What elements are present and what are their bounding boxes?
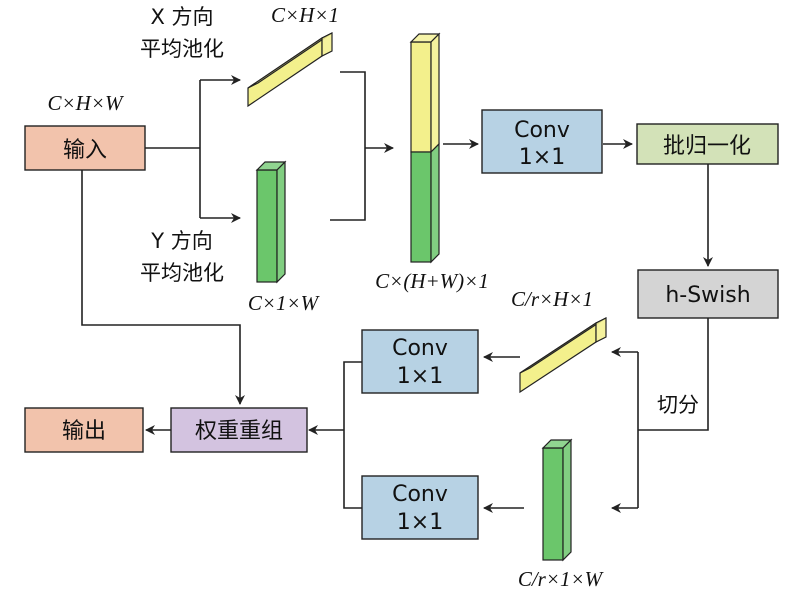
x-pool-label-line2: 平均池化 (140, 37, 224, 61)
x-pool-to-concat (340, 71, 366, 148)
bn-label: 批归一化 (663, 134, 751, 159)
conv-h-kernel-label: 1×1 (397, 364, 443, 389)
split-w-dims-label: C/r×1×W (518, 567, 605, 591)
input-label: 输入 (63, 138, 107, 163)
split-h-dims-label: C/r×H×1 (511, 287, 593, 311)
conv-w-kernel-label: 1×1 (397, 510, 443, 535)
conv-h-label: Conv (392, 336, 448, 361)
y-pool-dims-label: C×1×W (248, 291, 321, 315)
input-dims-label: C×H×W (47, 91, 125, 115)
hswish-node: h-Swish (637, 269, 779, 319)
output-node: 输出 (24, 407, 144, 453)
concat-block (409, 32, 441, 264)
output-label: 输出 (62, 419, 106, 444)
conv-box-h (361, 329, 479, 394)
connectors (81, 71, 713, 513)
x-pool-label-line1: X 方向 (150, 5, 213, 29)
hswish-down (638, 318, 709, 431)
conv-node-top: Conv 1×1 (481, 109, 603, 174)
input-box (24, 125, 146, 171)
hswish-label: h-Swish (665, 283, 750, 308)
y-pool-label-line1: Y 方向 (150, 229, 213, 253)
split-label: 切分 (657, 393, 699, 417)
output-box (24, 407, 144, 453)
conv-node-w: Conv 1×1 (361, 475, 479, 540)
y-pool-label-line2: 平均池化 (140, 261, 224, 285)
reweight-box (170, 407, 308, 453)
x-pool-dims-label: C×H×1 (271, 3, 339, 27)
bn-node: 批归一化 (636, 123, 779, 165)
reweight-node: 权重重组 (170, 407, 308, 453)
conv-w-label: Conv (392, 482, 448, 507)
conv-label: Conv (514, 118, 570, 143)
conv-top-to-merge (343, 361, 362, 430)
conv-node-h: Conv 1×1 (361, 329, 479, 394)
input-node: 输入 (24, 125, 146, 171)
concat-dims-label: C×(H+W)×1 (375, 269, 489, 293)
conv-box-main (481, 109, 603, 174)
split-h-block (519, 317, 607, 394)
conv-box-w (361, 475, 479, 540)
bn-box (636, 123, 779, 165)
conv-bottom-to-merge (343, 430, 362, 509)
reweight-label: 权重重组 (195, 419, 283, 444)
skip-connection (81, 170, 245, 405)
y-pool-to-concat (330, 148, 366, 221)
x-pooled-block (247, 32, 333, 108)
split-w-block (541, 438, 573, 562)
hswish-box (637, 269, 779, 319)
y-pooled-block (255, 160, 287, 284)
conv-kernel-label: 1×1 (519, 145, 565, 170)
